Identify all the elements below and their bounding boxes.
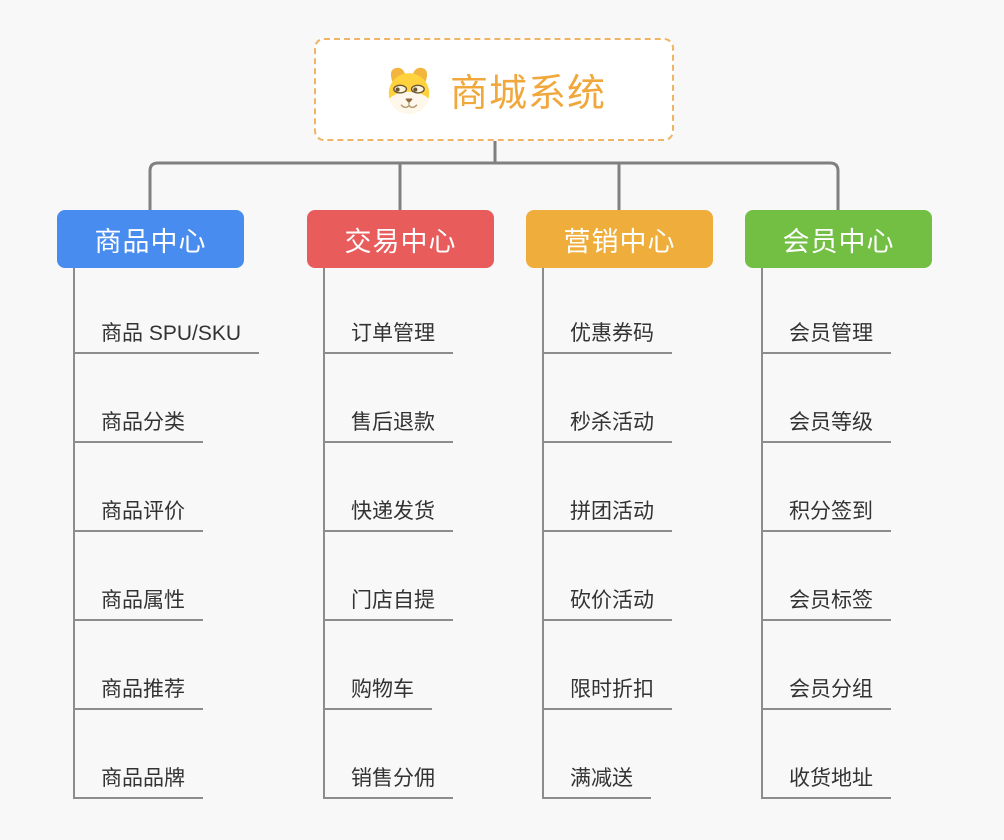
node-group-buy[interactable]: 拼团活动 [542,488,672,532]
node-full-reduction[interactable]: 满减送 [542,755,651,799]
node-limited-time-discount[interactable]: 限时折扣 [542,666,672,710]
node-coupon-code[interactable]: 优惠券码 [542,310,672,354]
branch-marketing-center: 营销中心 优惠券码 秒杀活动 拼团活动 砍价活动 限时折扣 满减送 [526,210,713,810]
node-bargain-activity[interactable]: 砍价活动 [542,577,672,621]
branch-member-center: 会员中心 会员管理 会员等级 积分签到 会员标签 会员分组 收货地址 [745,210,932,810]
node-product-spu-sku[interactable]: 商品 SPU/SKU [73,310,260,354]
node-member-level[interactable]: 会员等级 [761,399,891,443]
node-aftersale-refund[interactable]: 售后退款 [323,399,453,443]
branch-header-marketing-center[interactable]: 营销中心 [526,210,713,268]
branch-trade-center: 交易中心 订单管理 售后退款 快递发货 门店自提 购物车 销售分佣 [307,210,494,810]
branch-trunk-line [542,268,544,797]
branch-trunk-line [761,268,763,797]
root-node-title: 商城系统 [449,73,606,115]
node-sales-commission[interactable]: 销售分佣 [323,755,453,799]
node-order-management[interactable]: 订单管理 [323,310,453,354]
node-product-attribute[interactable]: 商品属性 [73,577,203,621]
node-flash-sale[interactable]: 秒杀活动 [542,399,672,443]
node-member-management[interactable]: 会员管理 [761,310,891,354]
node-product-brand[interactable]: 商品品牌 [73,755,203,799]
branch-header-product-center[interactable]: 商品中心 [57,210,244,268]
branch-trunk-line [323,268,325,797]
node-shopping-cart[interactable]: 购物车 [323,666,432,710]
branch-product-center: 商品中心 商品 SPU/SKU 商品分类 商品评价 商品属性 商品推荐 商品品牌 [57,210,260,810]
node-product-recommend[interactable]: 商品推荐 [73,666,203,710]
branch-header-member-center[interactable]: 会员中心 [745,210,932,268]
node-member-group[interactable]: 会员分组 [761,666,891,710]
branch-trunk-line [73,268,75,797]
node-shipping-address[interactable]: 收货地址 [761,755,891,799]
node-points-checkin[interactable]: 积分签到 [761,488,891,532]
root-node-mall-system[interactable]: 商城系统 [314,38,674,141]
node-member-tag[interactable]: 会员标签 [761,577,891,621]
node-store-pickup[interactable]: 门店自提 [323,577,453,621]
dog-face-icon [388,67,430,114]
branch-header-trade-center[interactable]: 交易中心 [307,210,494,268]
node-product-review[interactable]: 商品评价 [73,488,203,532]
node-product-category[interactable]: 商品分类 [73,399,203,443]
node-express-delivery[interactable]: 快递发货 [323,488,453,532]
